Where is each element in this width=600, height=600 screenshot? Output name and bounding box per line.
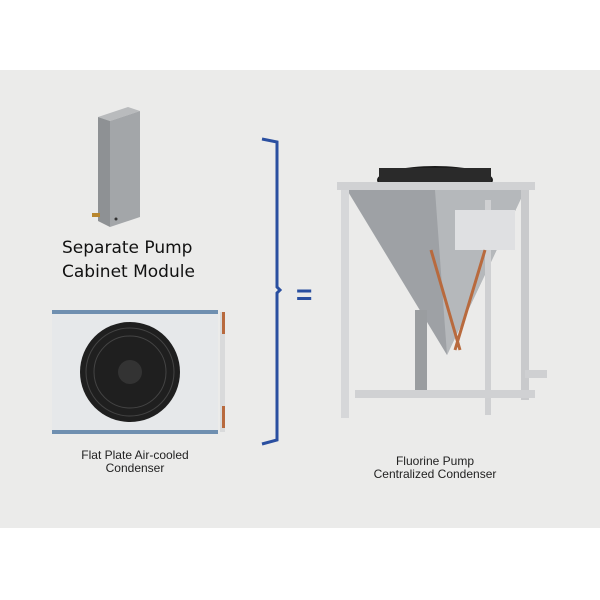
right-bracket xyxy=(261,137,283,446)
pump-cabinet-label-line2: Cabinet Module xyxy=(62,262,195,282)
pump-cabinet-image xyxy=(92,107,140,227)
result-label-line1: Fluorine Pump xyxy=(395,454,475,468)
centralized-condenser-image xyxy=(337,166,547,418)
pump-cabinet-label-line1: Separate Pump xyxy=(62,238,193,258)
flat-plate-label-line1: Flat Plate Air-cooled xyxy=(81,448,189,462)
equals-sign: = xyxy=(296,279,313,310)
flat-plate-label-line2: Condenser xyxy=(105,461,165,475)
flat-plate-condenser-image xyxy=(52,310,225,434)
result-label-line2: Centralized Condenser xyxy=(373,467,497,481)
